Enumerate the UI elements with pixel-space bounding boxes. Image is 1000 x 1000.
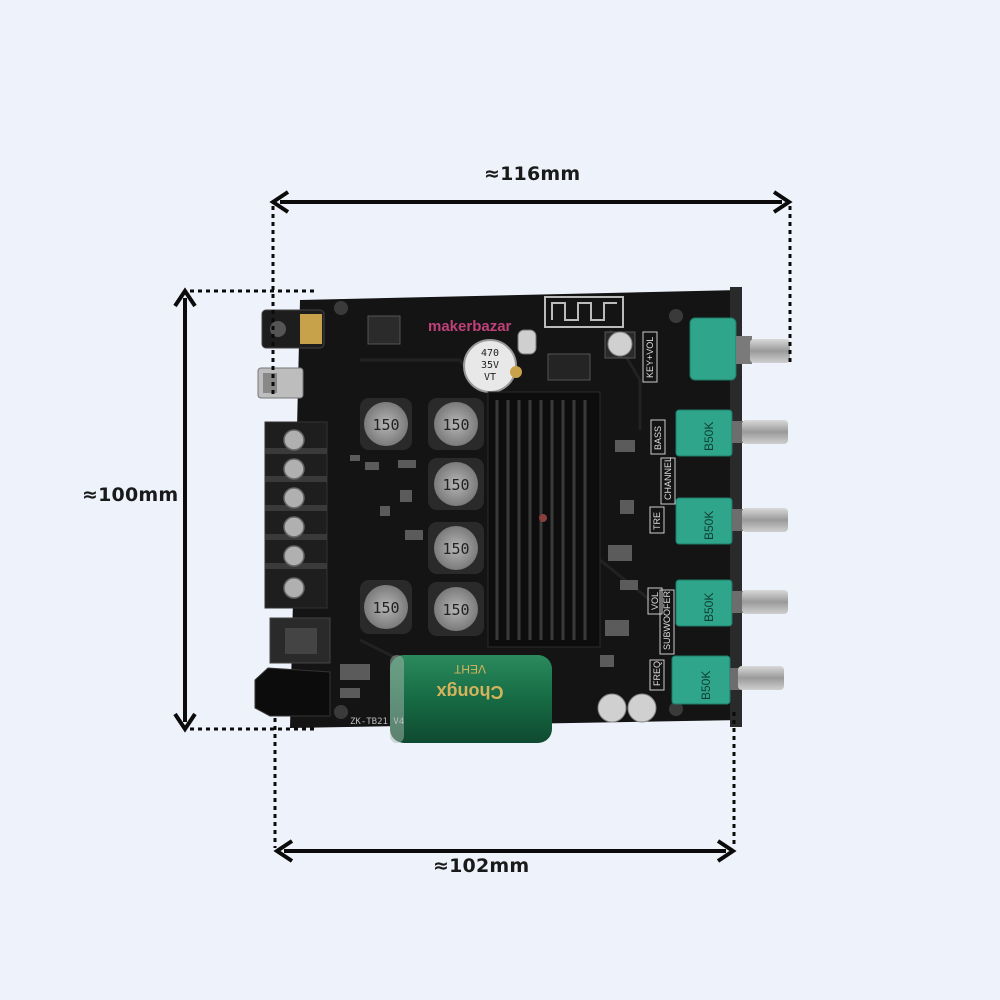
svg-text:VEHT: VEHT xyxy=(453,662,486,676)
knob-freq[interactable] xyxy=(738,666,784,690)
height-label-left: ≈100mm xyxy=(82,484,179,506)
audio-jack xyxy=(261,309,325,349)
small-capacitor: 470 35V VT xyxy=(463,339,522,393)
svg-text:150: 150 xyxy=(372,416,399,434)
pcb-marking: ZK-TB21 V4 xyxy=(350,717,404,727)
potentiometer-bass: B50K xyxy=(675,409,788,457)
svg-text:VOL: VOL xyxy=(650,592,660,610)
cap-line2: 35V xyxy=(481,360,499,371)
svg-text:150: 150 xyxy=(442,601,469,619)
dimension-lines xyxy=(173,190,793,863)
screw-terminal xyxy=(264,421,328,609)
heatsink xyxy=(487,391,601,648)
label-bass: BASS xyxy=(650,419,666,455)
inductor: 150 xyxy=(360,398,412,450)
inductor: 150 xyxy=(360,580,412,634)
svg-text:B50K: B50K xyxy=(702,593,716,622)
knob-tre[interactable] xyxy=(742,508,788,532)
potentiometer-vol: B50K xyxy=(675,579,788,627)
knob-key-vol[interactable] xyxy=(750,339,790,363)
svg-text:150: 150 xyxy=(372,599,399,617)
svg-text:150: 150 xyxy=(442,540,469,558)
regulator-chip xyxy=(367,315,401,345)
bluetooth-antenna xyxy=(544,296,624,328)
svg-text:FREQ: FREQ xyxy=(652,661,662,686)
svg-text:B50K: B50K xyxy=(702,422,716,451)
main-capacitor: Chongx VEHT xyxy=(390,655,552,743)
power-switch xyxy=(257,367,304,399)
crystal xyxy=(517,329,537,355)
potentiometer-tre: B50K xyxy=(675,497,788,545)
svg-text:150: 150 xyxy=(442,416,469,434)
knob-bass[interactable] xyxy=(742,420,788,444)
cap-line3: VT xyxy=(484,372,496,383)
inductor: 150 xyxy=(428,522,484,574)
label-freq: FREQ xyxy=(649,659,665,691)
potentiometer-freq: B50K xyxy=(671,655,784,705)
inductor: 150 xyxy=(428,582,484,636)
label-vol: VOL xyxy=(647,587,663,615)
knob-vol[interactable] xyxy=(742,590,788,614)
svg-text:TRE: TRE xyxy=(652,512,662,530)
svg-text:BASS: BASS xyxy=(653,426,663,450)
potentiometer-key-vol xyxy=(689,317,790,381)
inductor: 150 xyxy=(428,458,484,510)
svg-text:B50K: B50K xyxy=(699,671,713,700)
label-subwoofer: SUBWOOFER xyxy=(659,589,675,655)
svg-text:Chongx: Chongx xyxy=(437,682,504,702)
cap-line1: 470 xyxy=(481,348,499,359)
label-channel: CHANNEL xyxy=(660,457,676,505)
svg-text:B50K: B50K xyxy=(702,511,716,540)
dc-jack xyxy=(254,667,331,717)
svg-text:KEY+VOL: KEY+VOL xyxy=(645,337,655,378)
svg-text:CHANNEL: CHANNEL xyxy=(663,457,673,500)
brand-logo: makerbazar xyxy=(428,318,512,335)
inductor: 150 xyxy=(428,398,484,450)
svg-text:SUBWOOFER: SUBWOOFER xyxy=(662,590,672,650)
width-label-bottom: ≈102mm xyxy=(433,855,530,877)
width-label-top: ≈116mm xyxy=(484,163,581,185)
svg-text:150: 150 xyxy=(442,476,469,494)
label-tre: TRE xyxy=(649,506,665,534)
label-key-vol: KEY+VOL xyxy=(642,331,658,383)
